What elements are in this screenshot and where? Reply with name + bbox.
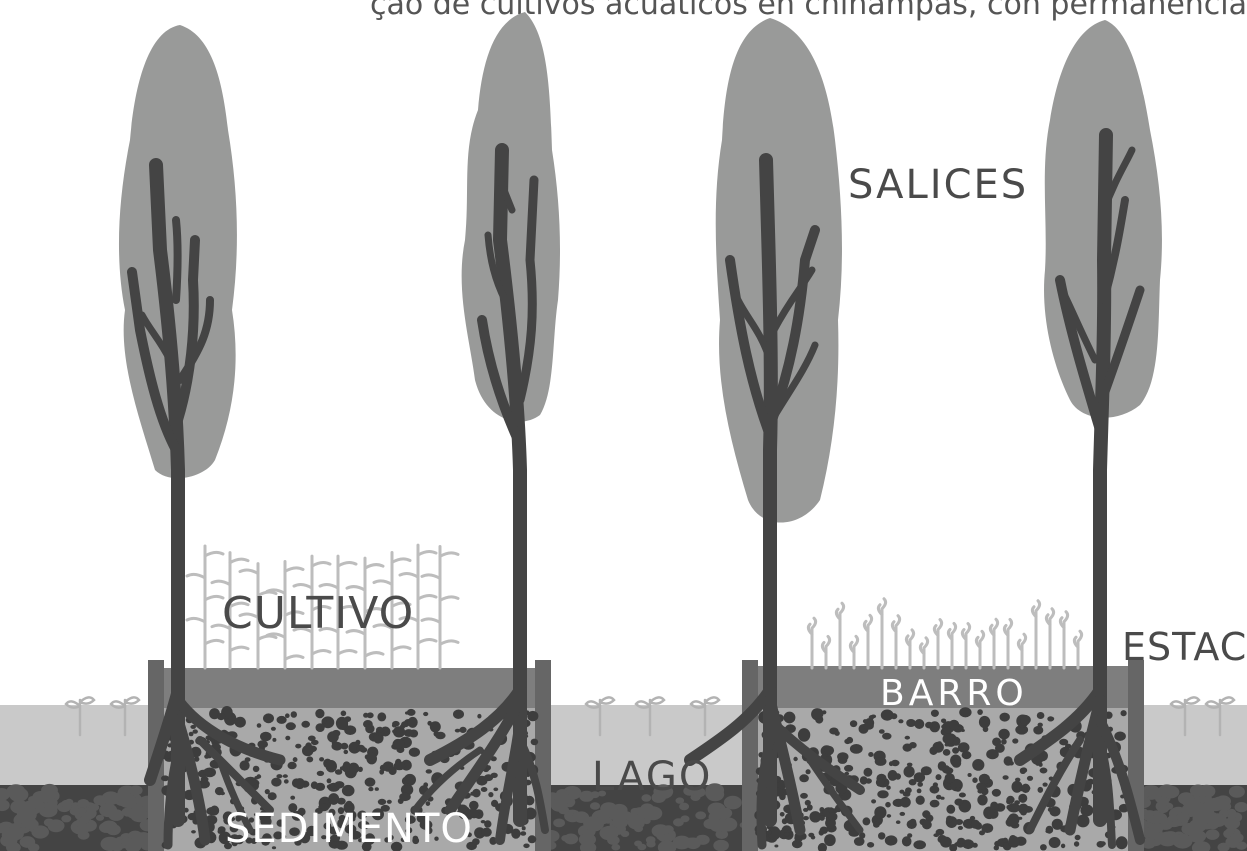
label-sedimento: SEDIMENTO — [225, 806, 473, 851]
label-estacas: ESTACAS — [1122, 625, 1247, 669]
willow-canopies — [119, 12, 1162, 523]
label-cultivo: CULTIVO — [222, 588, 414, 639]
label-barro: BARRO — [880, 673, 1028, 714]
label-salices: SALICES — [848, 162, 1028, 208]
label-lago: LAGO — [592, 754, 712, 800]
bed-left-mud-top — [160, 668, 540, 708]
bed-right-wall-left — [742, 660, 758, 851]
